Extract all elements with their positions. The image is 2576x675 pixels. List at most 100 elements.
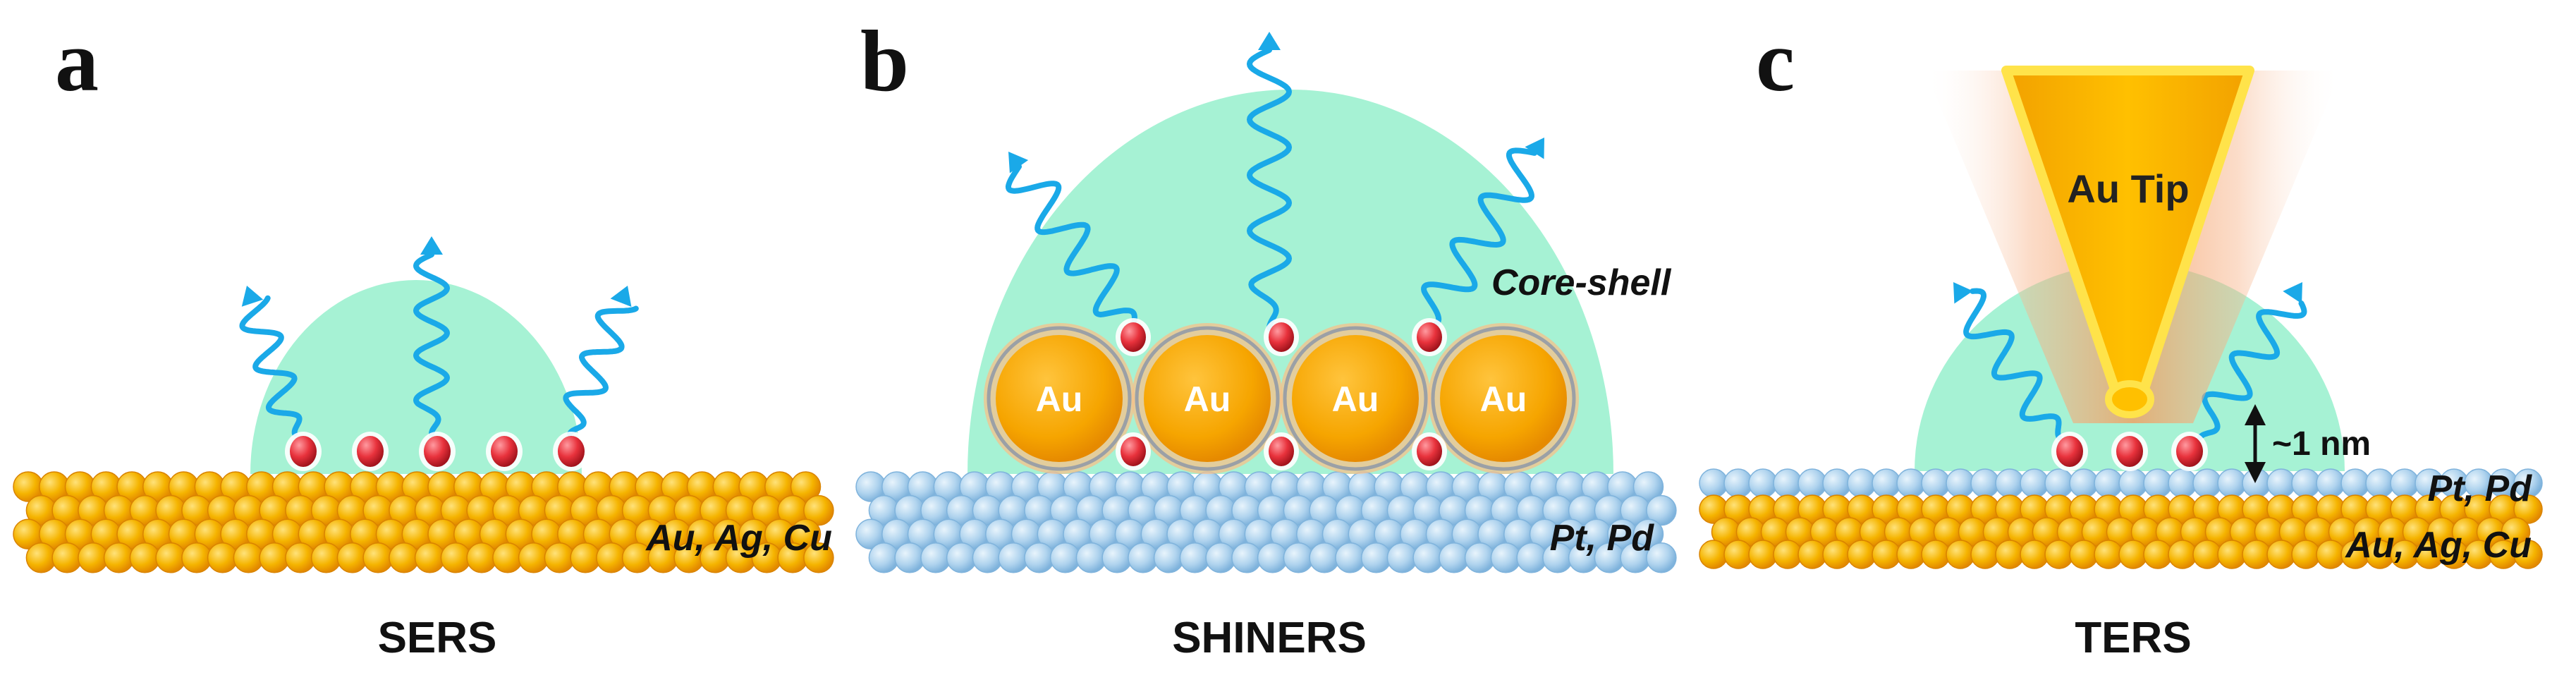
raman-photon-arrowhead xyxy=(2283,282,2302,304)
panel-c-top-layer-label: Pt, Pd xyxy=(2428,468,2533,509)
gold-atom xyxy=(233,542,264,573)
pt-atom xyxy=(1386,542,1418,573)
panel-a-gold-substrate xyxy=(13,471,834,573)
pt-atom xyxy=(1822,468,1852,498)
gold-atom xyxy=(2501,517,2531,547)
gold-atom xyxy=(1748,540,1778,569)
gold-atom xyxy=(1921,540,1951,569)
pt-atom xyxy=(1412,542,1443,573)
pt-atom xyxy=(2118,468,2148,498)
gold-atom xyxy=(336,542,368,573)
gold-atom xyxy=(2143,540,2173,569)
gold-atom xyxy=(790,518,822,549)
nanoparticle-label: Au xyxy=(1036,379,1083,419)
molecule xyxy=(2056,436,2083,467)
gold-atom xyxy=(155,542,186,573)
gold-atom xyxy=(129,542,161,573)
gold-atom xyxy=(2020,540,2049,569)
molecule xyxy=(491,436,518,467)
pt-atom xyxy=(1075,542,1107,573)
pt-atom xyxy=(1699,468,1728,498)
au-tip-apex xyxy=(2105,380,2154,418)
pt-atom xyxy=(1257,542,1288,573)
raman-photon-arrowhead xyxy=(610,286,632,307)
gold-atom xyxy=(544,542,575,573)
pt-atom xyxy=(920,542,951,573)
panel-b-core-shell-nanoparticles: Au Au Au Au xyxy=(984,323,1579,474)
pt-atom xyxy=(1179,542,1211,573)
pt-atom xyxy=(894,542,925,573)
raman-photon-arrowhead xyxy=(241,286,264,307)
gold-atom xyxy=(790,471,822,502)
gold-atom xyxy=(2242,540,2271,569)
pt-atom xyxy=(1946,468,1975,498)
raman-photon-wave xyxy=(1963,288,2062,440)
panel-b-letter: b xyxy=(860,13,909,109)
pt-atom xyxy=(1773,468,1802,498)
gold-atom xyxy=(285,542,316,573)
gold-atom xyxy=(1822,540,1852,569)
raman-photon-wave xyxy=(563,305,639,437)
pt-atom xyxy=(1632,471,1664,502)
gold-atom xyxy=(1773,540,1802,569)
pt-atom xyxy=(1360,542,1392,573)
panel-b-substrate-label: Pt, Pd xyxy=(1550,518,1655,559)
pt-atom xyxy=(1231,542,1262,573)
pt-atom xyxy=(2020,468,2049,498)
pt-atom xyxy=(1723,468,1753,498)
pt-atom xyxy=(1128,542,1159,573)
gold-atom xyxy=(310,542,342,573)
gold-atom xyxy=(2217,540,2247,569)
nanoparticle-label: Au xyxy=(1480,379,1527,419)
pt-atom xyxy=(998,542,1029,573)
pt-atom xyxy=(2192,468,2222,498)
pt-atom xyxy=(1283,542,1314,573)
panel-a-molecules xyxy=(285,432,590,471)
gold-atom xyxy=(362,542,393,573)
nanoparticle-label: Au xyxy=(1184,379,1231,419)
raman-photon-arrowhead xyxy=(1008,152,1029,174)
panel-a-caption: SERS xyxy=(378,614,497,662)
gold-atom xyxy=(2316,540,2345,569)
molecule xyxy=(290,436,317,467)
core-shell-ring xyxy=(1135,326,1280,471)
panel-c-bottom-layer-label: Au, Ag, Cu xyxy=(2344,525,2532,566)
gold-atom xyxy=(2291,540,2321,569)
gold-atom xyxy=(414,542,446,573)
pt-atom xyxy=(2340,468,2370,498)
gold-atom xyxy=(2094,540,2123,569)
raman-photon-wave xyxy=(2197,300,2307,440)
pt-atom xyxy=(868,542,900,573)
pt-atom xyxy=(1896,468,1926,498)
panel-a: a Au, Ag, Cu SERS xyxy=(13,13,834,662)
molecule xyxy=(1269,322,1294,352)
raman-photon-wave xyxy=(1247,47,1292,331)
pt-atom xyxy=(1646,494,1677,526)
gold-atom xyxy=(259,542,290,573)
panel-a-enhancement-field xyxy=(250,280,582,474)
pt-atom xyxy=(2365,468,2395,498)
gold-atom xyxy=(2069,540,2099,569)
panel-b-raman-photons xyxy=(1005,32,1544,334)
panel-c-molecules xyxy=(2051,432,2208,471)
pt-atom xyxy=(1921,468,1951,498)
gold-atom xyxy=(1797,540,1827,569)
panel-a-letter: a xyxy=(55,13,99,109)
pt-atom xyxy=(1309,542,1340,573)
molecule xyxy=(2116,436,2143,467)
pt-atom xyxy=(1153,542,1185,573)
pt-atom xyxy=(1490,542,1522,573)
raman-photon-wave xyxy=(1005,164,1138,334)
gold-core xyxy=(1440,335,1567,462)
nanoparticle-label: Au xyxy=(1332,379,1379,419)
pt-atom xyxy=(2143,468,2173,498)
pt-atom xyxy=(972,542,1003,573)
pt-atom xyxy=(1872,468,1901,498)
molecule xyxy=(424,436,451,467)
pt-atom xyxy=(1049,542,1081,573)
panel-c-caption: TERS xyxy=(2075,614,2191,662)
gold-atom xyxy=(466,542,497,573)
gap-label: ~1 nm xyxy=(2272,425,2371,463)
